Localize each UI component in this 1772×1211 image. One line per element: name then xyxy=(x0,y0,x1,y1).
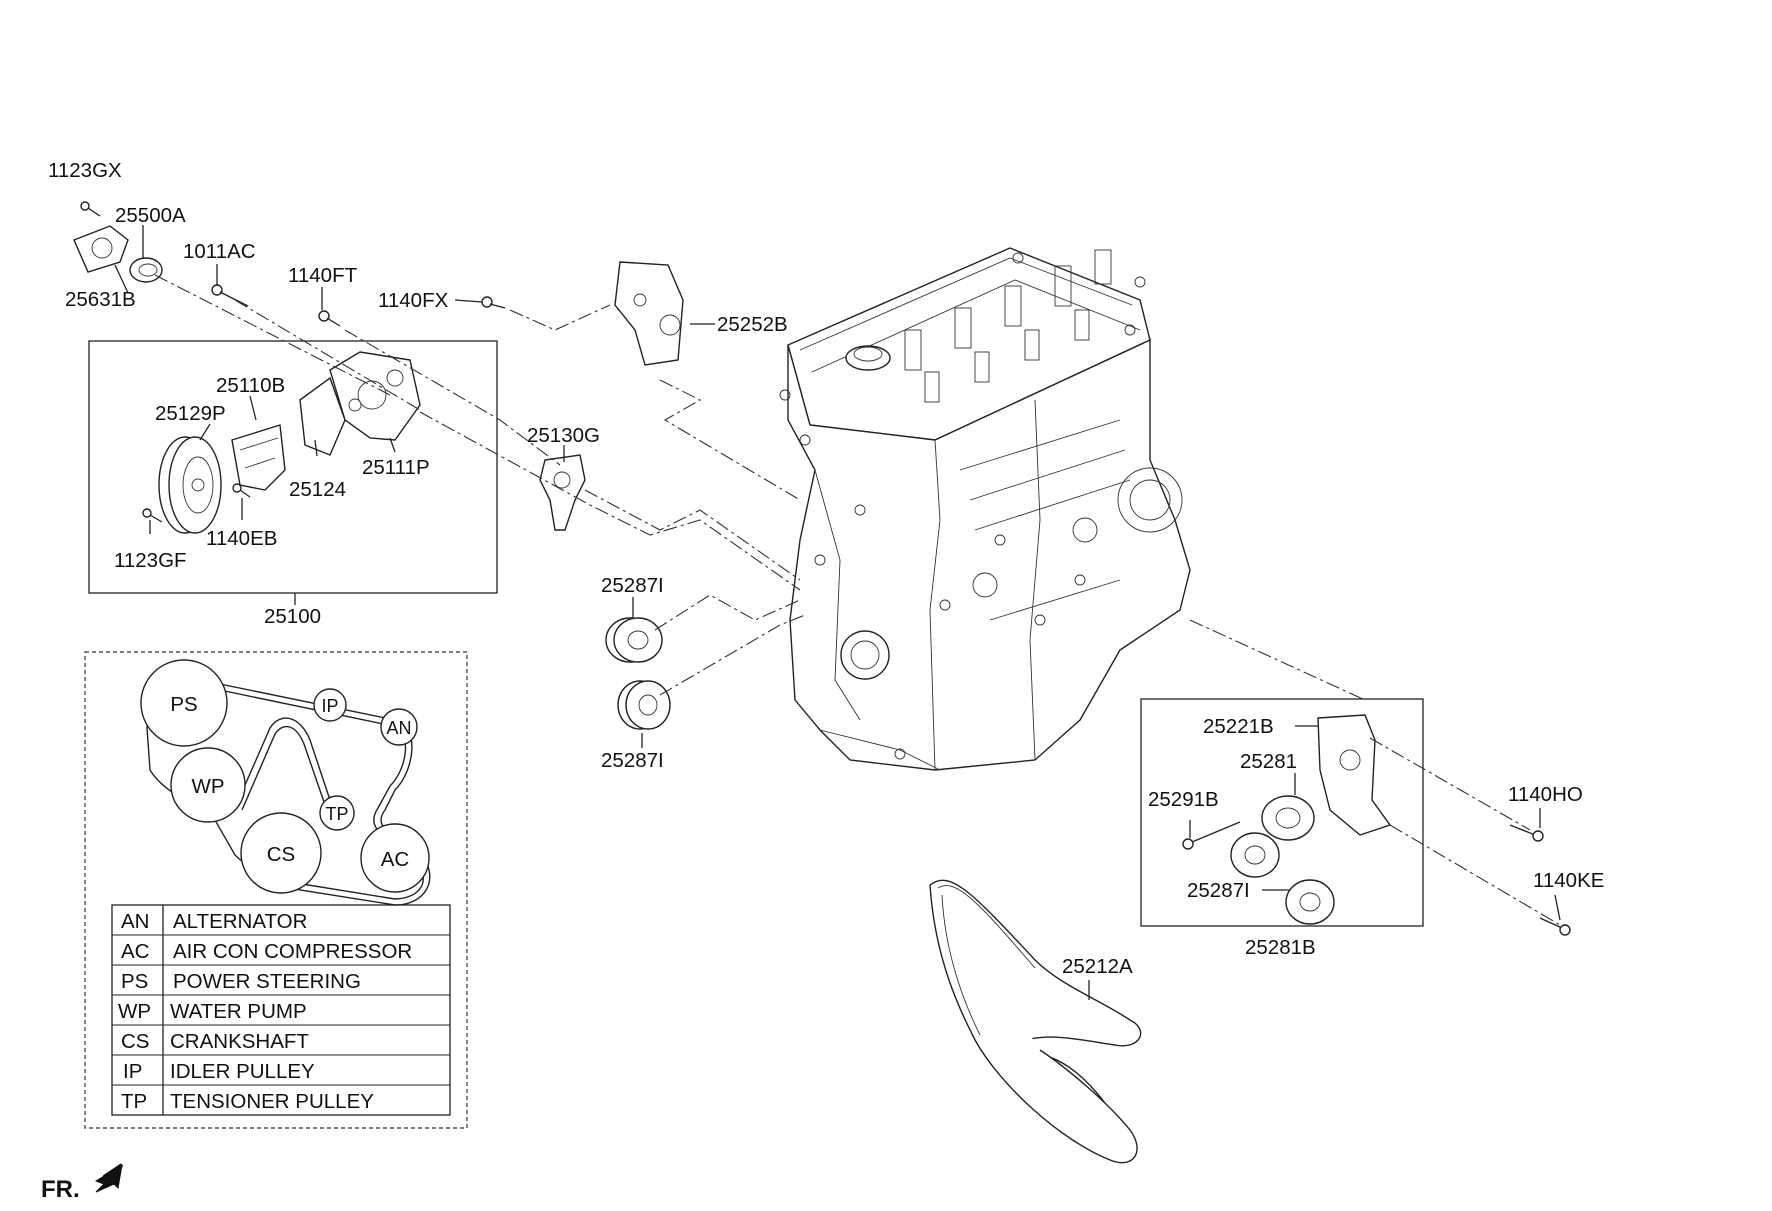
drive-belt xyxy=(929,879,1142,1164)
callout-1140FT: 1140FT xyxy=(288,264,358,287)
label-leaders xyxy=(114,225,1561,1000)
callout-25252B: 25252B xyxy=(717,313,788,336)
pulley-ip-label: IP xyxy=(321,696,338,716)
legend-code-wp: WP xyxy=(118,1000,151,1023)
legend-name-an: ALTERNATOR xyxy=(173,910,307,933)
tensioner-group-box xyxy=(1140,698,1424,927)
callout-1140KE: 1140KE xyxy=(1533,869,1604,892)
callout-25631B: 25631B xyxy=(65,288,136,311)
callout-1140FX: 1140FX xyxy=(378,289,449,312)
fasteners xyxy=(211,284,506,327)
legend-code-ac: AC xyxy=(121,940,150,963)
legend-code-an: AN xyxy=(121,910,149,933)
callout-25287I-top: 25287I xyxy=(601,574,664,597)
front-label: FR. xyxy=(41,1176,80,1203)
callout-25281: 25281 xyxy=(1240,750,1297,773)
callout-1123GF: 1123GF xyxy=(114,549,187,572)
pulley-ac xyxy=(360,823,430,893)
callout-25287I-right: 25287I xyxy=(1187,879,1250,902)
legend-code-ip: IP xyxy=(123,1060,142,1083)
legend-name-ac: AIR CON COMPRESSOR xyxy=(173,940,412,963)
tensioner-group xyxy=(1140,698,1424,927)
pulley-legend-table: AN ALTERNATOR AC AIR CON COMPRESSOR PS P… xyxy=(111,904,451,1116)
callout-25130G: 25130G xyxy=(527,424,600,447)
pulley-tp xyxy=(319,795,355,831)
pulley-ac-label: AC xyxy=(381,848,410,871)
legend-code-ps: PS xyxy=(121,970,148,993)
legend-name-wp: WATER PUMP xyxy=(170,1000,307,1023)
legend-code-tp: TP xyxy=(121,1090,147,1113)
callout-25110B: 25110B xyxy=(216,374,285,397)
callout-1123GX: 1123GX xyxy=(48,159,122,182)
pulley-cs xyxy=(240,812,322,894)
legend-name-ip: IDLER PULLEY xyxy=(170,1060,315,1083)
assembly-leader-lines xyxy=(154,274,1561,926)
pulley-an-label: AN xyxy=(386,718,411,738)
callout-1011AC: 1011AC xyxy=(183,240,256,263)
callout-25124: 25124 xyxy=(289,478,346,501)
callout-labels: 1123GX 25500A 1011AC 25631B 1140FT 1140F… xyxy=(48,159,1604,978)
water-pump-group xyxy=(88,340,498,594)
callout-25291B: 25291B xyxy=(1148,788,1219,811)
callout-25100: 25100 xyxy=(264,605,321,628)
callout-25221B: 25221B xyxy=(1203,715,1274,738)
callout-25500A: 25500A xyxy=(115,204,186,227)
belt-routing-panel: PS IP AN WP TP CS AC AN ALTERNATOR AC AI… xyxy=(84,651,468,1129)
thermostat-parts xyxy=(73,201,163,283)
pulley-wp xyxy=(170,747,246,823)
pulley-ps xyxy=(140,659,228,747)
idler-pulleys xyxy=(605,617,671,730)
pulley-ps-label: PS xyxy=(170,693,197,716)
pulley-cs-label: CS xyxy=(267,843,295,866)
callout-1140HO: 1140HO xyxy=(1508,783,1583,806)
legend-name-tp: TENSIONER PULLEY xyxy=(170,1090,374,1113)
callout-25287I-bottom: 25287I xyxy=(601,749,664,772)
bracket-25252B xyxy=(614,261,684,366)
pulley-tp-label: TP xyxy=(325,804,348,824)
callout-25111P: 25111P xyxy=(362,456,430,479)
pulley-wp-label: WP xyxy=(191,775,224,798)
fasteners-right xyxy=(1509,824,1571,936)
legend-name-ps: POWER STEERING xyxy=(173,970,361,993)
callout-25129P: 25129P xyxy=(155,402,226,425)
water-pump-group-box xyxy=(88,340,498,594)
callout-25212A: 25212A xyxy=(1062,955,1133,978)
pulley-an xyxy=(380,708,418,746)
callout-25281B: 25281B xyxy=(1245,936,1316,959)
engine-assembly xyxy=(779,247,1191,771)
front-arrow-icon xyxy=(94,1163,123,1193)
belt-routing-box xyxy=(84,651,468,1129)
legend-code-cs: CS xyxy=(121,1030,149,1053)
pulley-ip xyxy=(313,688,347,722)
legend-name-cs: CRANKSHAFT xyxy=(170,1030,309,1053)
front-orientation-marker: FR. xyxy=(41,1163,124,1203)
callout-1140EB: 1140EB xyxy=(206,527,277,550)
gasket-25130G xyxy=(539,454,586,531)
